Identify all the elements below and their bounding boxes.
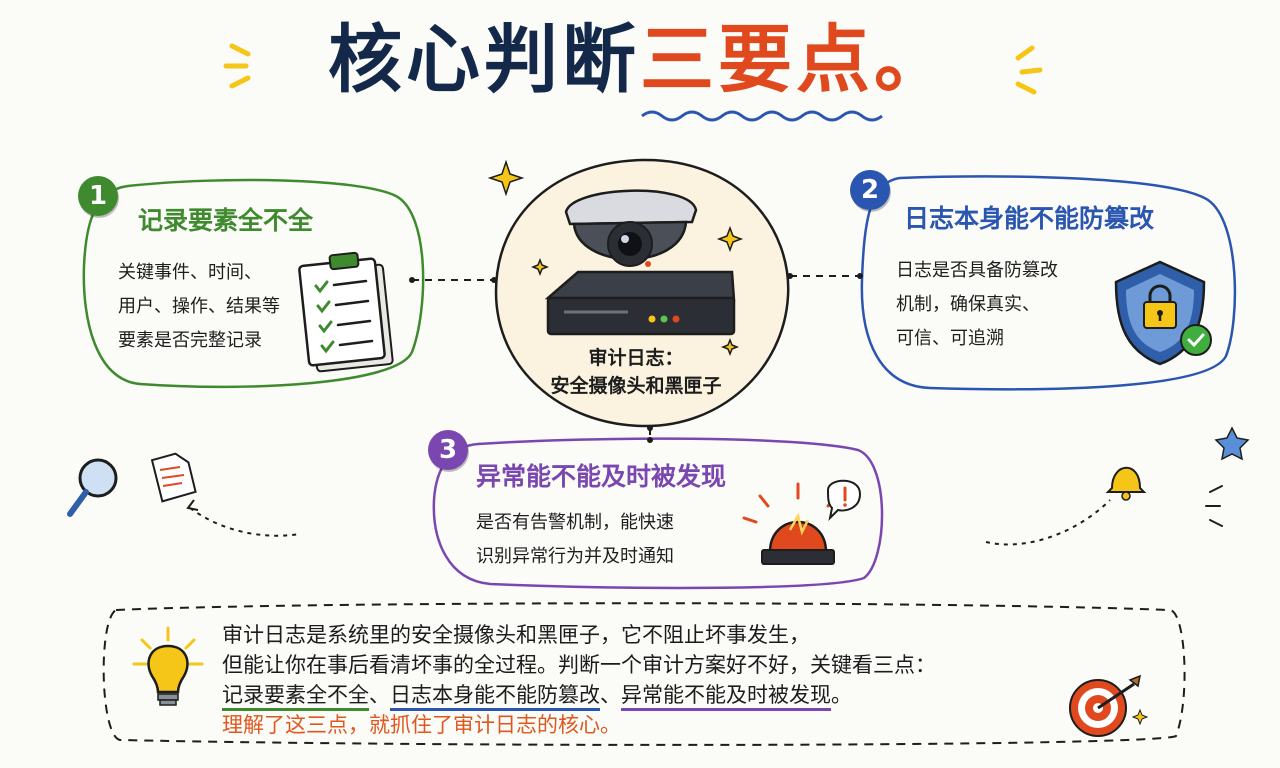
point-3-number-badge: 3 bbox=[428, 430, 468, 470]
center-caption: 审计日志： 安全摄像头和黑匣子 bbox=[516, 344, 756, 400]
center-caption-line-2: 安全摄像头和黑匣子 bbox=[550, 375, 722, 397]
point-2-line: 机制，确保真实、 bbox=[896, 294, 1040, 315]
card-2-frame bbox=[860, 175, 1237, 391]
title-wave-underline bbox=[641, 110, 883, 122]
title-left-rays bbox=[223, 43, 251, 89]
star-icon bbox=[1214, 426, 1250, 461]
security-camera-icon bbox=[564, 189, 698, 267]
point-3-line: 识别异常行为并及时通知 bbox=[476, 546, 674, 567]
card-3-frame bbox=[432, 437, 884, 590]
summary-box: 审计日志是系统里的安全摄像头和黑匣子，它不阻止坏事发生， 但能让你在事后看清坏事… bbox=[222, 620, 1062, 740]
document-icon bbox=[150, 452, 197, 503]
point-2-line: 日志是否具备防篡改 bbox=[896, 260, 1058, 281]
point-2-line: 可信、可追溯 bbox=[896, 328, 1004, 349]
dotted-trail-left bbox=[189, 507, 301, 537]
title-part-1: 核心判断 bbox=[328, 17, 640, 103]
summary-key-point-1: 记录要素全不全 bbox=[222, 683, 369, 711]
summary-line-3: 记录要素全不全、日志本身能不能防篡改、异常能不能及时被发现。 bbox=[222, 680, 1062, 711]
point-3-line: 是否有告警机制，能快速 bbox=[476, 512, 674, 533]
title-right-rays bbox=[1015, 45, 1043, 95]
summary-frame bbox=[102, 602, 1186, 746]
point-1-line: 关键事件、时间、 bbox=[118, 262, 262, 283]
summary-end: 。 bbox=[831, 683, 852, 707]
magnifier-icon bbox=[67, 458, 118, 517]
summary-line-2: 但能让你在事后看清坏事的全过程。判断一个审计方案好不好，关键看三点： bbox=[222, 653, 936, 677]
sparkle-icon bbox=[487, 159, 744, 357]
point-1-body: 关键事件、时间、 用户、操作、结果等 要素是否完整记录 bbox=[118, 256, 280, 358]
dotted-trail-right bbox=[985, 499, 1111, 546]
point-3-heading: 异常能不能及时被发现 bbox=[476, 462, 727, 491]
title-part-2: 三要点。 bbox=[640, 17, 952, 103]
center-caption-line-1: 审计日志： bbox=[588, 347, 684, 369]
point-2-body: 日志是否具备防篡改 机制，确保真实、 可信、可追溯 bbox=[896, 254, 1058, 356]
target-arrow-icon bbox=[1069, 674, 1149, 737]
shield-lock-icon bbox=[1114, 260, 1212, 366]
point-2-number-badge: 2 bbox=[850, 170, 890, 210]
summary-line-1: 审计日志是系统里的安全摄像头和黑匣子，它不阻止坏事发生， bbox=[222, 623, 810, 647]
summary-separator: 、 bbox=[369, 683, 390, 707]
point-1-number-badge: 1 bbox=[78, 176, 118, 216]
card-1-frame bbox=[82, 178, 425, 389]
summary-conclusion: 理解了这三点，就抓住了审计日志的核心。 bbox=[222, 713, 621, 737]
point-1-line: 要素是否完整记录 bbox=[118, 330, 262, 351]
lightbulb-icon bbox=[132, 626, 204, 706]
point-2-heading: 日志本身能不能防篡改 bbox=[904, 204, 1155, 233]
dvr-box-icon bbox=[544, 270, 736, 336]
summary-separator: 、 bbox=[600, 683, 621, 707]
alarm-siren-icon bbox=[742, 479, 862, 565]
summary-key-point-3: 异常能不能及时被发现 bbox=[621, 683, 831, 711]
bell-icon bbox=[1105, 466, 1223, 527]
page-title: 核心判断三要点。 bbox=[0, 17, 1280, 103]
clipboard-checklist-icon bbox=[298, 251, 394, 373]
point-1-heading: 记录要素全不全 bbox=[138, 206, 314, 235]
summary-key-point-2: 日志本身能不能防篡改 bbox=[390, 683, 600, 711]
point-3-body: 是否有告警机制，能快速 识别异常行为并及时通知 bbox=[476, 506, 674, 574]
point-1-line: 用户、操作、结果等 bbox=[118, 296, 280, 317]
